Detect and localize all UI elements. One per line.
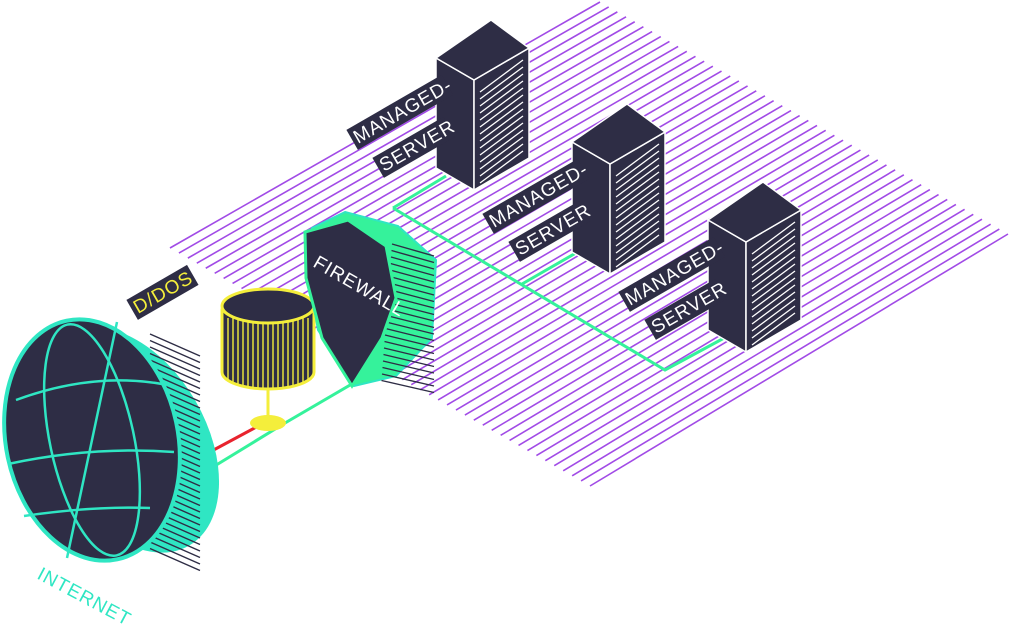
grid-line xyxy=(473,169,896,421)
grid-line xyxy=(178,6,610,254)
grid-line xyxy=(580,228,1000,482)
ddos-cylinder-icon xyxy=(220,287,316,431)
server-1-link xyxy=(392,174,447,210)
grid-line xyxy=(589,233,1009,487)
grid-line xyxy=(428,144,853,396)
internet-label: INTERNET xyxy=(34,564,135,629)
firewall-shield-icon: FIREWALL xyxy=(303,210,438,394)
grid-line xyxy=(419,139,844,391)
grid-line xyxy=(187,11,618,259)
lan-backbone-link xyxy=(392,206,727,372)
grid-line xyxy=(571,223,992,477)
server-rack-icon xyxy=(434,19,531,192)
ddos-label: D/DOS xyxy=(126,264,199,320)
grid-line xyxy=(464,164,887,416)
server-rack-icon xyxy=(706,181,803,354)
globe-icon xyxy=(2,317,220,572)
grid-line xyxy=(562,218,983,472)
managed-servers: MANAGED-SERVERMANAGED-SERVERMANAGED-SERV… xyxy=(346,19,803,354)
